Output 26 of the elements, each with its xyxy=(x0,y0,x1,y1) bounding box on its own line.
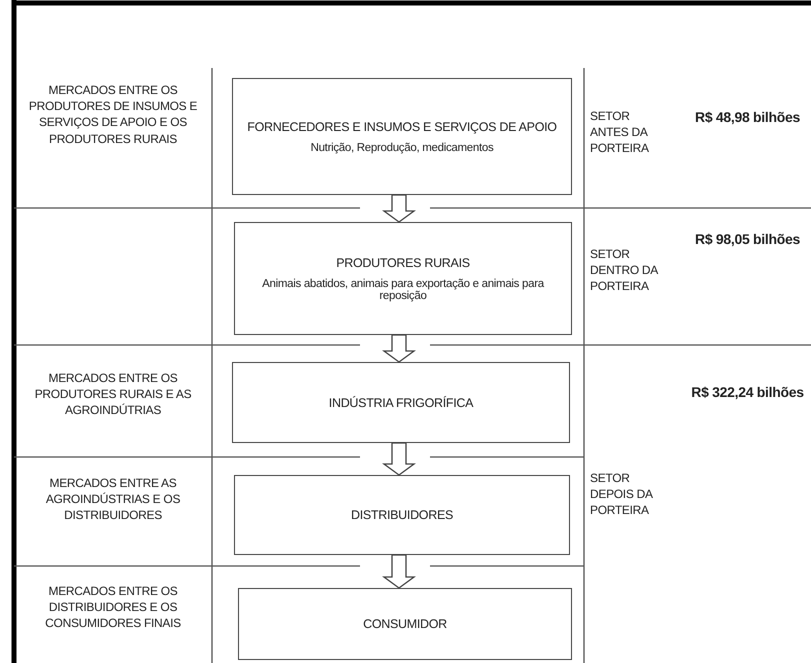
box-title: PRODUTORES RURAIS xyxy=(335,256,471,270)
box-title: FORNECEDORES E INSUMOS E SERVIÇOS DE APOIO xyxy=(246,120,558,134)
block-arrow xyxy=(382,442,416,476)
market-description: MERCADOS ENTRE OS PRODUTORES RURAIS E AS AGROINDÚTRIAS xyxy=(34,370,192,419)
value-label: R$ 98,05 bilhões xyxy=(694,232,801,248)
process-box xyxy=(232,78,572,195)
block-arrow xyxy=(382,554,416,589)
market-description: MERCADOS ENTRE OS PRODUTORES DE INSUMOS E SERVIÇOS DE APOIO E OS PRODUTORES RURAIS xyxy=(28,82,198,147)
value-label: R$ 322,24 bilhões xyxy=(690,385,805,400)
market-description: MERCADOS ENTRE OS DISTRIBUIDORES E OS CONSUMIDORES FINAIS xyxy=(44,583,182,632)
box-title: DISTRIBUIDORES xyxy=(350,508,454,522)
market-description: MERCADOS ENTRE AS AGROINDÚSTRIAS E OS DISTRIBUIDORES xyxy=(44,475,182,524)
sector-label: SETOR DEPOIS DA PORTEIRA xyxy=(590,470,654,519)
block-arrow xyxy=(382,194,416,223)
box-description: Animais abatidos, animais para exportação e animais para reposição xyxy=(261,278,546,302)
sector-label: SETOR DENTRO DA PORTEIRA xyxy=(590,246,659,295)
process-box xyxy=(234,475,570,555)
sector-label: SETOR ANTES DA PORTEIRA xyxy=(590,108,650,157)
process-box xyxy=(234,222,572,335)
value-label: R$ 48,98 bilhões xyxy=(694,110,801,126)
box-title: INDÚSTRIA FRIGORÍFICA xyxy=(328,396,474,410)
box-title: CONSUMIDOR xyxy=(362,617,448,631)
process-box xyxy=(232,362,570,443)
process-box xyxy=(238,588,572,660)
block-arrow xyxy=(382,334,416,363)
box-description: Nutrição, Reprodução, medicamentos xyxy=(310,142,494,154)
